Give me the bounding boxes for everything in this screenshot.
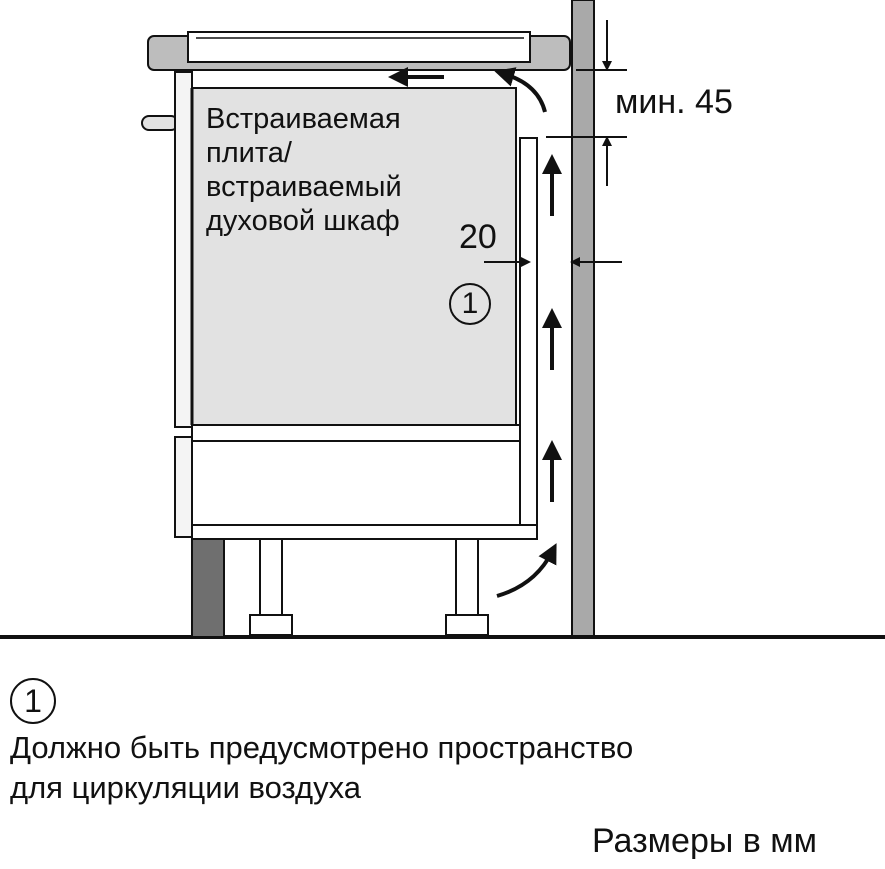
airflow-arrow-intake <box>496 543 557 598</box>
cabinet-leg-right <box>445 538 489 636</box>
cabinet-shelf <box>191 424 521 442</box>
cabinet-leg-left <box>249 538 293 636</box>
dimension-20-label: 20 <box>459 218 497 256</box>
airflow-arrows <box>388 67 562 598</box>
dimension-45-label: мин. 45 <box>615 83 733 121</box>
units-note: Размеры в мм <box>592 822 818 860</box>
appliance-label-line: Встраиваемая <box>206 103 401 135</box>
appliance-label: Встраиваемая плита/ встраиваемый духовой… <box>206 102 402 238</box>
airflow-arrow-curve-top <box>494 67 547 113</box>
oven-front-panel <box>174 71 193 428</box>
hob-glass <box>187 31 531 63</box>
appliance-label-line: плита/ <box>206 137 292 169</box>
cabinet-base <box>191 524 538 540</box>
legend-text-line: для циркуляции воздуха <box>10 770 362 805</box>
drawer-body <box>191 440 521 526</box>
cabinet-back-panel <box>519 137 538 527</box>
oven-handle <box>141 115 179 131</box>
callout-marker-1: 1 <box>449 283 491 325</box>
plinth <box>191 538 225 638</box>
back-wall <box>571 0 595 638</box>
oven-body <box>191 87 517 426</box>
legend-text-line: Должно быть предусмотрено пространство <box>10 730 634 765</box>
appliance-label-line: духовой шкаф <box>206 205 400 237</box>
appliance-label-line: встраиваемый <box>206 171 402 203</box>
drawer-front <box>174 436 193 538</box>
dimension-45-lines <box>546 20 627 186</box>
legend-text: Должно быть предусмотрено пространство д… <box>10 728 633 808</box>
legend-marker-1: 1 <box>10 678 56 724</box>
